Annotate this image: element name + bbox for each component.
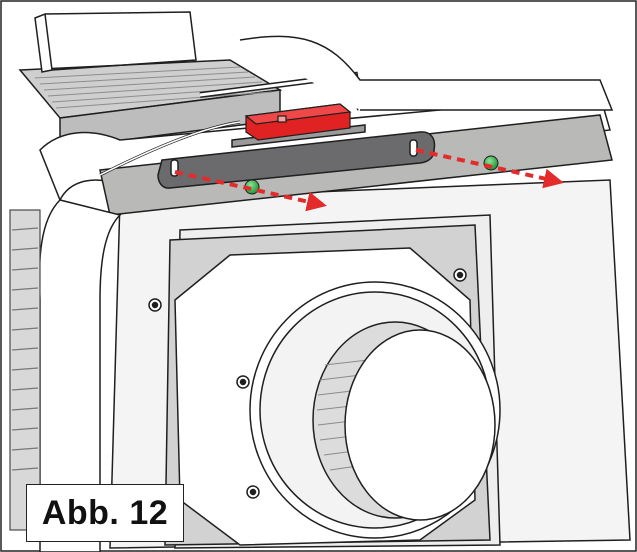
- side-grille: [9, 209, 41, 531]
- duct-outlet-ring: [249, 281, 501, 539]
- figure-label: Abb. 12: [26, 484, 184, 542]
- slide-arrow-left: [174, 170, 327, 212]
- slide-arrow-right: [415, 148, 564, 189]
- red-connector: [99, 103, 352, 177]
